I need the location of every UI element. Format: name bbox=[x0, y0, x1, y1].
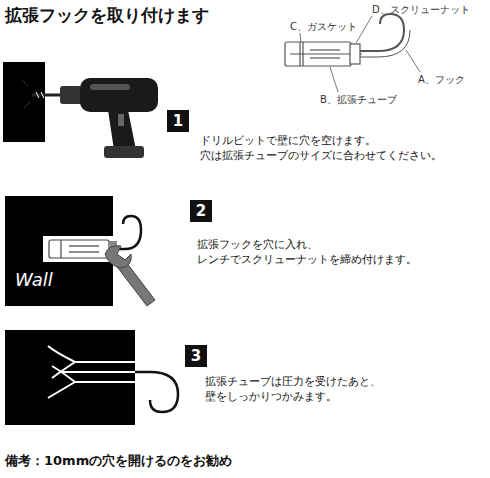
part-label-box: A、フック bbox=[418, 73, 465, 87]
part-label: D、スクリューナット bbox=[372, 4, 470, 15]
callout-number: 3 bbox=[191, 347, 201, 365]
step-number-box: 2 bbox=[190, 200, 212, 222]
hook-part-diagram bbox=[285, 14, 420, 92]
note-box: 備考：10mmの穴を開けるのをお勧め bbox=[5, 452, 232, 470]
wall-block: Wall bbox=[5, 196, 113, 306]
part-label: C、ガスケット bbox=[290, 21, 357, 32]
title: 拡張フックを取り付けます bbox=[5, 5, 209, 25]
part-label: B、拡張チューブ bbox=[320, 94, 397, 105]
step-number-box: 3 bbox=[185, 345, 207, 367]
step-instruction: 拡張チューブは圧力を受けたあと、 壁をしっかりつかみます。 bbox=[205, 375, 381, 403]
drill bbox=[22, 78, 158, 158]
expanded-anchor bbox=[48, 346, 135, 398]
wall-block bbox=[5, 330, 135, 425]
hook bbox=[135, 372, 178, 412]
note: 備考：10mmの穴を開けるのをお勧め bbox=[5, 453, 232, 468]
callout-number: 2 bbox=[196, 202, 206, 220]
wrench bbox=[105, 246, 155, 306]
step-number-box: 1 bbox=[167, 110, 189, 132]
step-instruction-box: 拡張フックを穴に入れ、 レンチでスクリューナットを締め付けます。 bbox=[197, 237, 439, 267]
part-label-box: D、スクリューナット bbox=[372, 3, 470, 17]
wall-label: Wall bbox=[15, 269, 53, 290]
title-box: 拡張フックを取り付けます bbox=[5, 4, 209, 27]
part-label-box: B、拡張チューブ bbox=[320, 93, 397, 107]
step-instruction: ドリルビットで壁に穴を空けます。 穴は拡張チューブのサイズに合わせてください。 bbox=[200, 134, 442, 162]
step-instruction-box: 拡張チューブは圧力を受けたあと、 壁をしっかりつかみます。 bbox=[205, 374, 403, 404]
step-instruction-box: ドリルビットで壁に穴を空けます。 穴は拡張チューブのサイズに合わせてください。 bbox=[200, 133, 464, 163]
callout-number: 1 bbox=[173, 112, 183, 130]
part-label: A、フック bbox=[418, 74, 465, 85]
step-instruction: 拡張フックを穴に入れ、 レンチでスクリューナットを締め付けます。 bbox=[197, 238, 417, 266]
part-label-box: C、ガスケット bbox=[290, 20, 357, 34]
wall-block bbox=[3, 62, 45, 142]
